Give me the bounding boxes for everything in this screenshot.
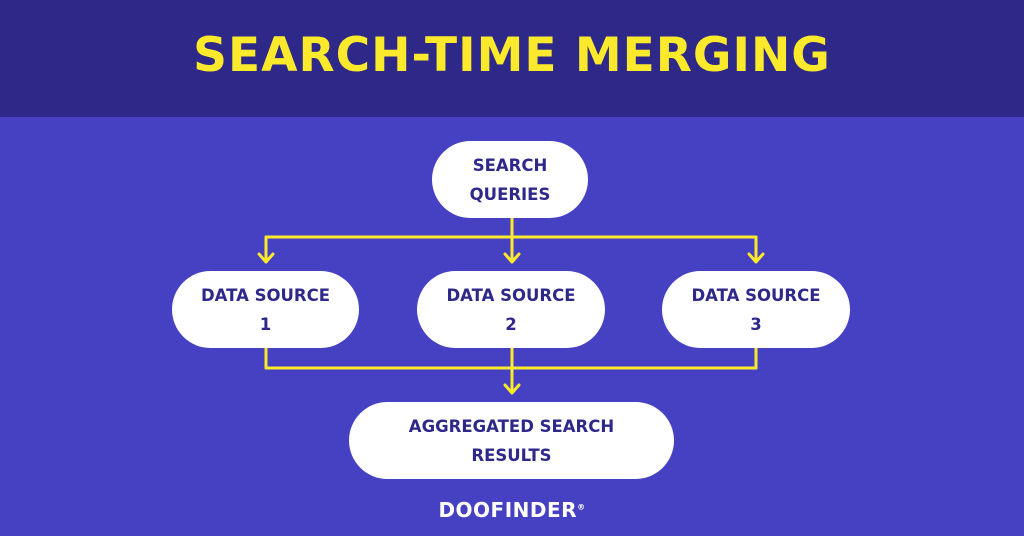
node-data-source-2: DATA SOURCE 2 xyxy=(417,271,605,348)
node-search-queries: SEARCH QUERIES xyxy=(432,141,588,218)
arrowhead-source-1 xyxy=(257,252,275,264)
arrowhead-source-2 xyxy=(503,252,521,264)
arrowhead-source-3 xyxy=(747,252,765,264)
node-data-source-3: DATA SOURCE 3 xyxy=(662,271,850,348)
page-title: SEARCH-TIME MERGING xyxy=(193,28,831,83)
node-data-source-1: DATA SOURCE 1 xyxy=(172,271,359,348)
arrowhead-aggregated xyxy=(503,383,521,395)
registered-mark: ® xyxy=(577,502,586,512)
node-aggregated-results: AGGREGATED SEARCH RESULTS xyxy=(349,402,674,479)
doofinder-logo: DOOFINDER® xyxy=(0,498,1024,522)
header-banner: SEARCH-TIME MERGING xyxy=(0,0,1024,117)
logo-text: DOOFINDER xyxy=(438,498,578,522)
